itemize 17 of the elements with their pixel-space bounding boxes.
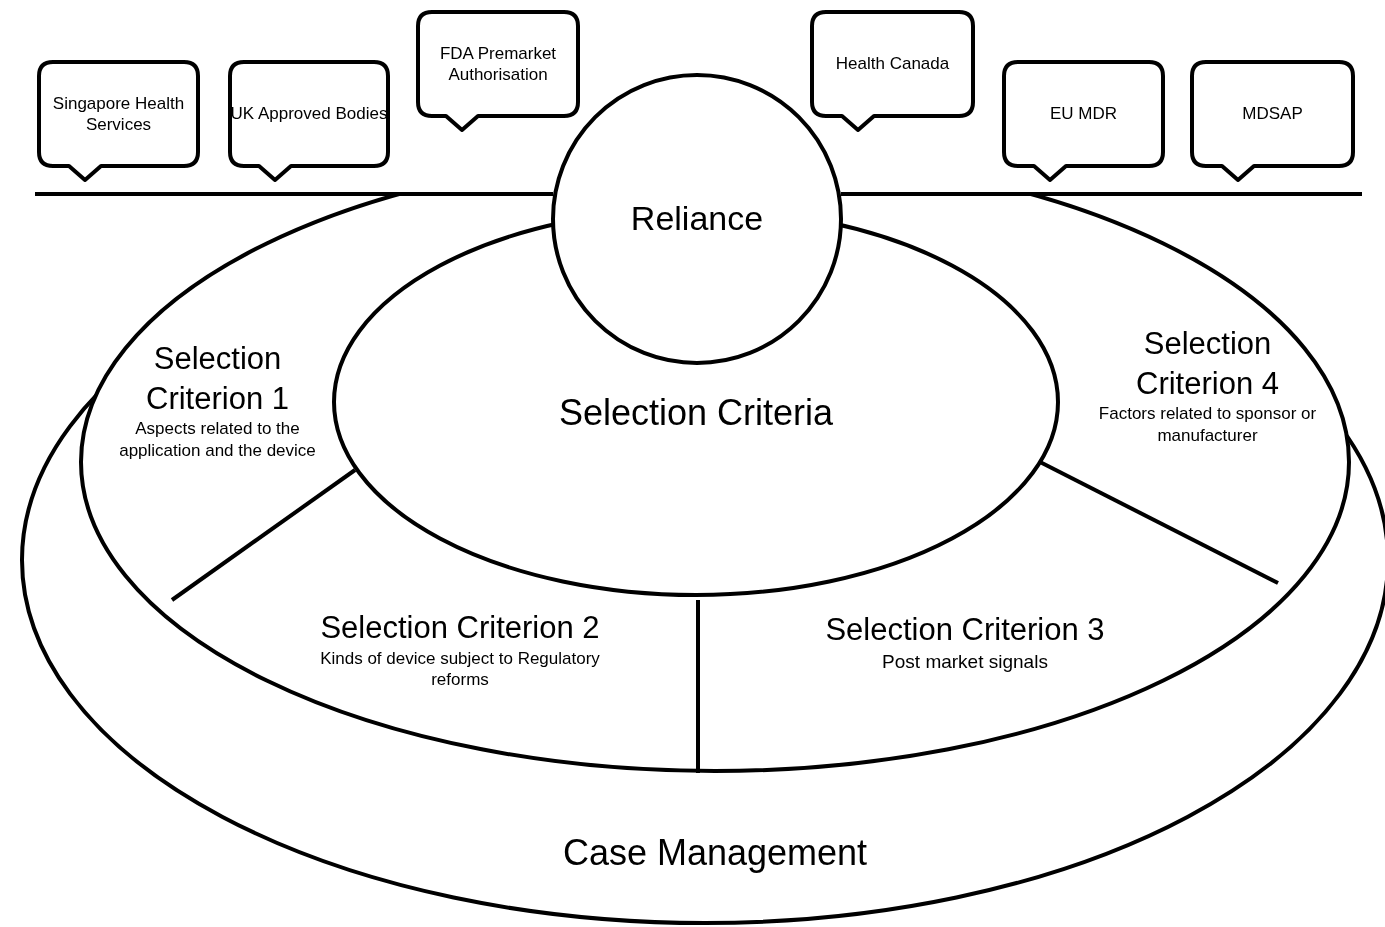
node-label: Reliance xyxy=(630,197,764,239)
node-label: EU MDR xyxy=(1049,103,1118,125)
node-label: Singapore Health Services xyxy=(51,92,186,136)
segment-description: Kinds of device subject to Regulatory reforms xyxy=(319,647,601,691)
segment-description: Aspects related to the application and the device xyxy=(118,418,317,461)
segment-description: Post market signals xyxy=(882,649,1048,674)
segment-title: Selection Criterion 3 xyxy=(825,611,1105,650)
segment-title: Selection Criterion 4 xyxy=(1135,325,1280,403)
segment-description: Factors related to sponsor or manufacturer xyxy=(1097,403,1318,446)
node-label: Selection Criteria xyxy=(558,390,834,435)
node-label: MDSAP xyxy=(1242,103,1303,125)
segment-title: Selection Criterion 2 xyxy=(320,608,600,647)
node-label: UK Approved Bodies xyxy=(230,103,388,125)
segment-title: Selection Criterion 1 xyxy=(145,340,290,418)
node-label: Case Management xyxy=(562,830,868,875)
node-label: Health Canada xyxy=(835,53,950,75)
node-label: FDA Premarket Authorisation xyxy=(438,42,558,86)
